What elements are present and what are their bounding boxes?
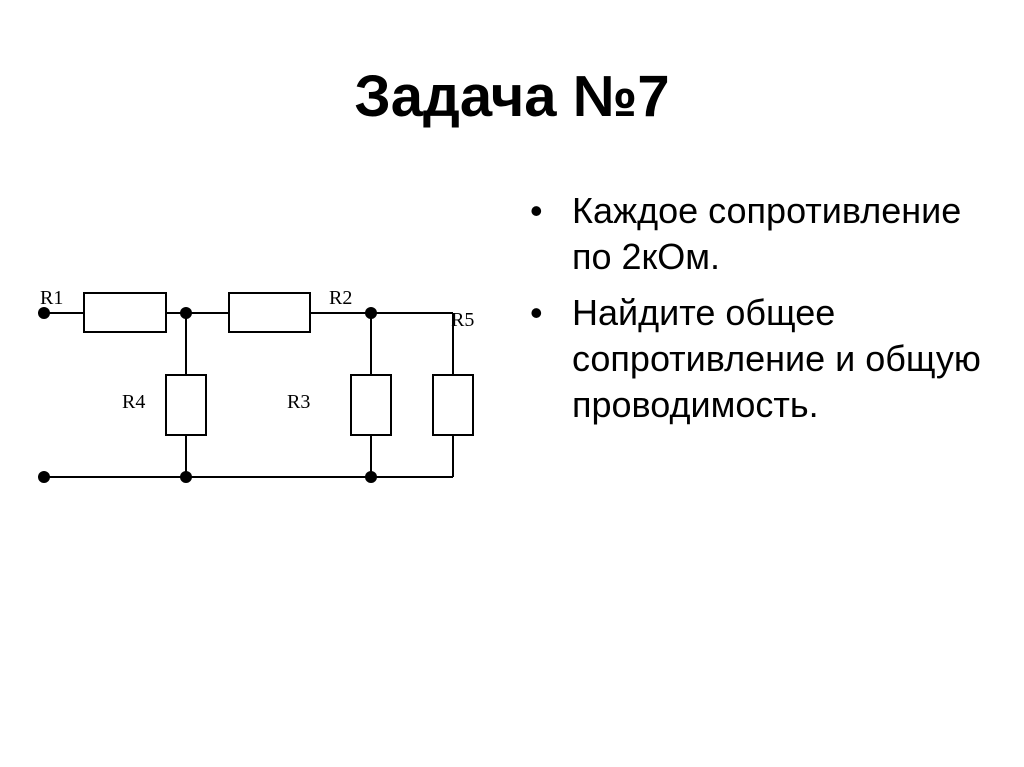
resistor-r5 xyxy=(432,374,474,436)
bullet-item: • Найдите общее сопротивление и общую пр… xyxy=(530,290,1000,428)
junction-top-left xyxy=(180,307,192,319)
resistor-r2 xyxy=(228,292,311,333)
bullet-marker: • xyxy=(530,190,543,231)
label-r1: R1 xyxy=(40,287,63,309)
slide-title: Задача №7 xyxy=(354,64,670,129)
bullet-list: • Каждое сопротивление по 2кОм. • Найдит… xyxy=(530,188,1000,438)
resistor-r4 xyxy=(165,374,207,436)
bullet-text: Каждое сопротивление по 2кОм. xyxy=(572,190,962,277)
terminal-top xyxy=(38,307,50,319)
resistor-r3 xyxy=(350,374,392,436)
resistor-r1 xyxy=(83,292,167,333)
bullet-marker: • xyxy=(530,292,543,333)
bullet-item: • Каждое сопротивление по 2кОм. xyxy=(530,188,1000,280)
junction-bottom-left xyxy=(180,471,192,483)
label-r5: R5 xyxy=(451,309,474,331)
bullet-text: Найдите общее сопротивление и общую пров… xyxy=(572,292,981,425)
label-r2: R2 xyxy=(329,287,352,309)
terminal-bottom xyxy=(38,471,50,483)
label-r4: R4 xyxy=(122,391,145,413)
junction-bottom-right xyxy=(365,471,377,483)
label-r3: R3 xyxy=(287,391,310,413)
junction-top-right xyxy=(365,307,377,319)
